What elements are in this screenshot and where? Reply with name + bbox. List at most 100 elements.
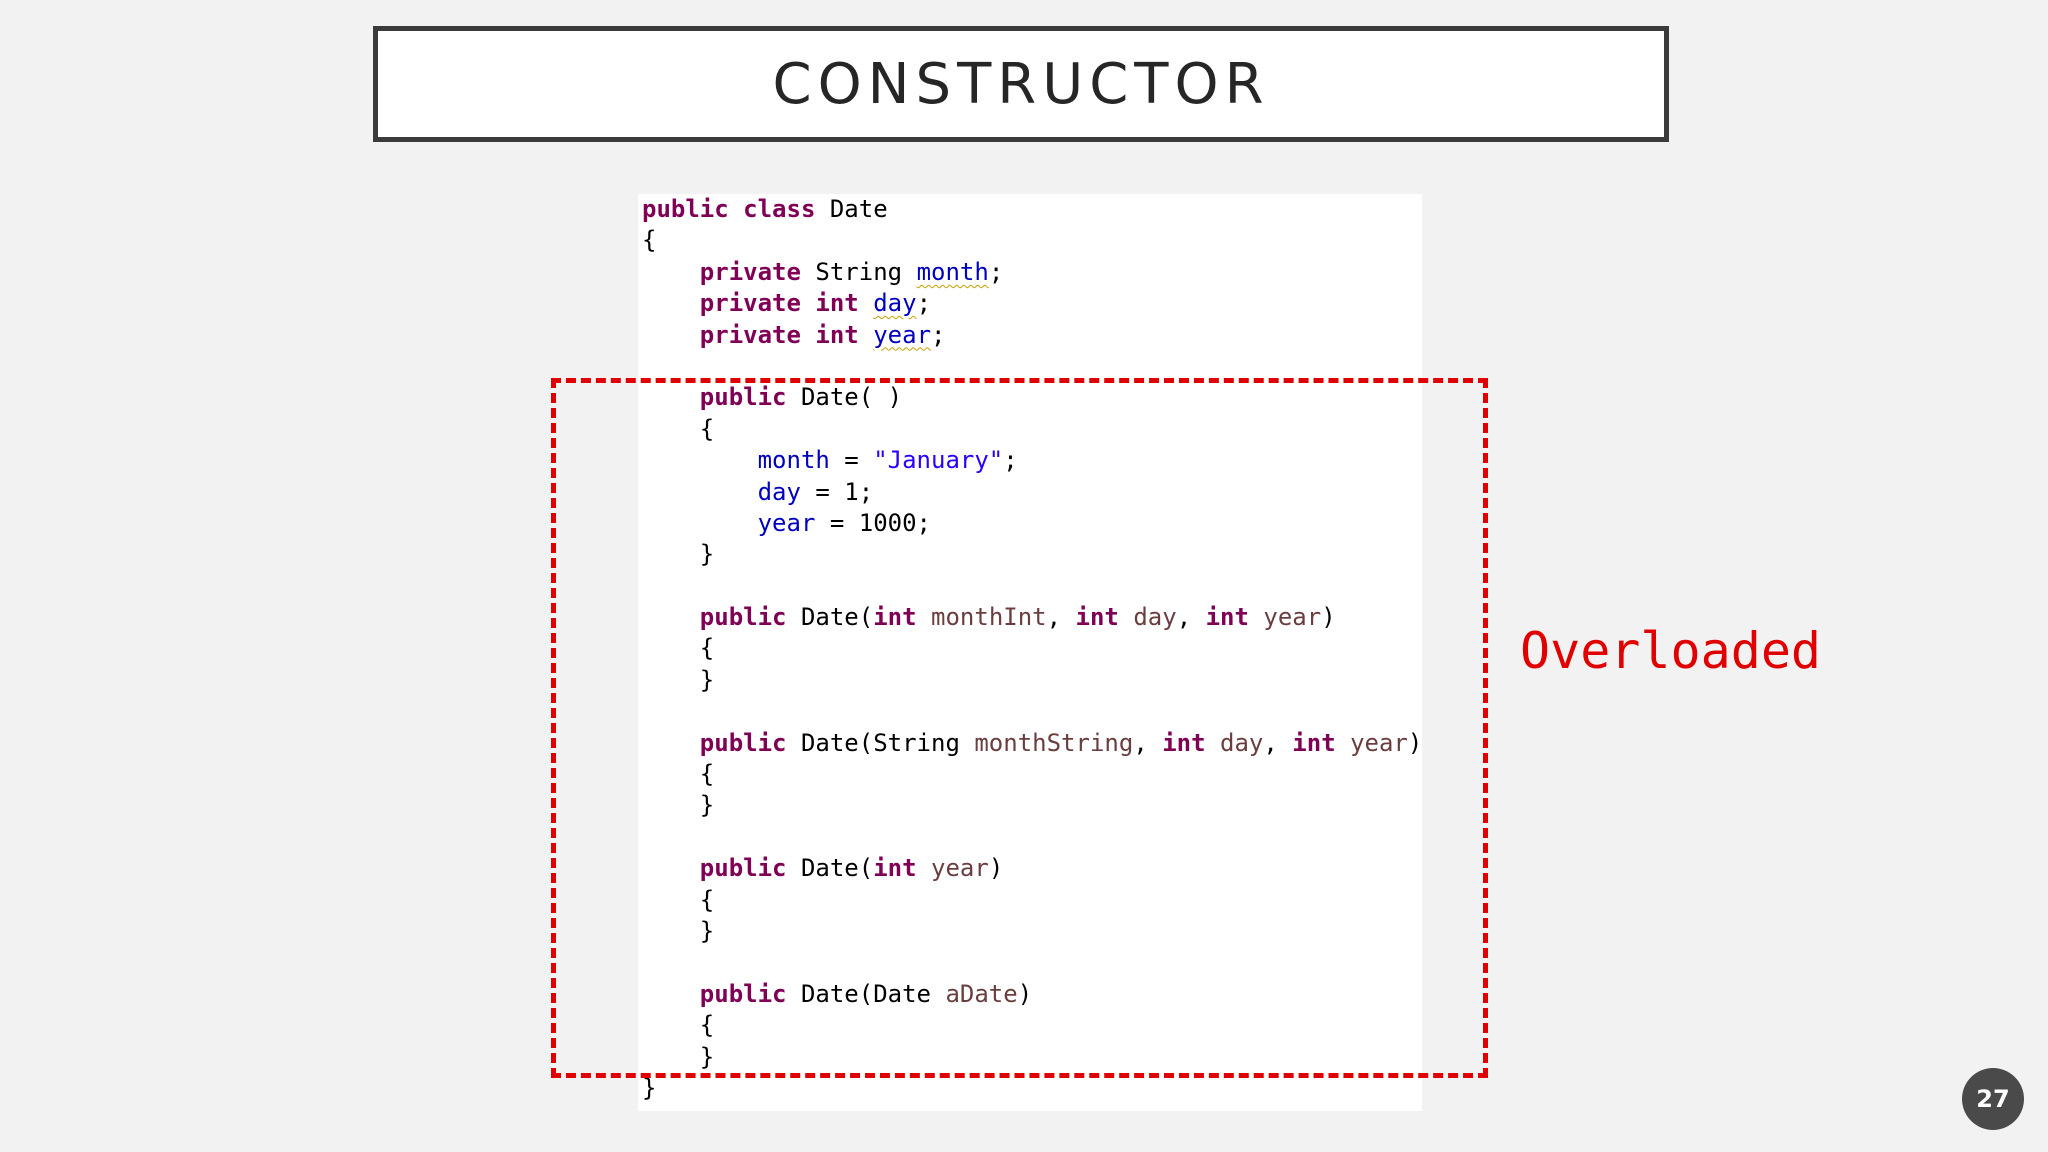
string-literal: "January" (873, 446, 1004, 475)
keyword: int (873, 603, 917, 632)
param-name: year (931, 854, 989, 883)
code-line-open-brace: { (642, 885, 1422, 916)
semicolon: ; (988, 257, 1004, 286)
slide-title-box: CONSTRUCTOR (373, 26, 1669, 142)
paren: ) (988, 854, 1004, 883)
keyword: public (699, 383, 787, 412)
assign-op: = (829, 446, 874, 475)
brace: } (699, 1042, 715, 1071)
code-line-close-brace: } (642, 539, 1422, 570)
brace: } (699, 665, 715, 694)
comma: , (1263, 728, 1293, 757)
keyword: int (1292, 728, 1336, 757)
code-line-ctor1-sig: public Date( ) (642, 382, 1422, 413)
brace: { (699, 885, 715, 914)
keyword: public (699, 979, 787, 1008)
code-line-open-brace: { (642, 225, 1422, 256)
keyword: private (699, 320, 801, 349)
semicolon: ; (931, 320, 946, 349)
keyword: class (743, 195, 816, 223)
comma: , (1133, 728, 1163, 757)
comma: , (1176, 603, 1206, 632)
field-name: day (873, 289, 917, 318)
paren: ( (858, 854, 874, 883)
ctor-name: Date (800, 854, 859, 883)
param-name: day (1133, 603, 1177, 632)
ctor-name: Date (800, 728, 859, 757)
overloaded-label: Overloaded (1520, 622, 1822, 680)
ctor-params: ( ) (858, 383, 903, 412)
brace: } (699, 791, 715, 820)
brace: { (699, 760, 715, 789)
code-line-ctor2-sig: public Date(int monthInt, int day, int y… (642, 602, 1422, 633)
code-line-open-brace: { (642, 1010, 1422, 1041)
assign-rest: = 1000; (815, 508, 931, 537)
type-name: Date (873, 979, 931, 1008)
slide-title: CONSTRUCTOR (772, 51, 1270, 117)
comma: , (1046, 603, 1076, 632)
paren: ) (1321, 603, 1336, 632)
code-listing: public class Date{ private String month;… (642, 194, 1422, 1104)
param-name: year (1263, 603, 1322, 632)
brace: { (642, 226, 657, 255)
code-line-ctor3-sig: public Date(String monthString, int day,… (642, 728, 1423, 759)
keyword: int (1162, 728, 1206, 757)
code-panel (638, 194, 1422, 1111)
paren: ) (1407, 728, 1423, 757)
param-name: aDate (945, 979, 1018, 1008)
ctor-name: Date (800, 603, 859, 632)
code-line-field-day: private int day; (642, 288, 1422, 319)
code-line-ctor5-sig: public Date(Date aDate) (642, 979, 1422, 1010)
type-name: String (873, 728, 960, 757)
param-name: day (1220, 728, 1264, 757)
ctor-name: Date (800, 383, 859, 412)
keyword: public (699, 603, 787, 632)
keyword: int (815, 320, 859, 349)
page-number-badge: 27 (1962, 1068, 2024, 1130)
param-name: monthString (974, 728, 1134, 757)
brace: { (699, 414, 715, 443)
field-name: year (873, 320, 932, 349)
assign-rest: = 1; (800, 477, 874, 506)
field-name: month (757, 446, 830, 475)
keyword: public (699, 854, 787, 883)
param-name: year (1350, 728, 1408, 757)
keyword: private (699, 289, 801, 318)
paren: ( (858, 979, 874, 1008)
keyword: public (699, 728, 787, 757)
semicolon: ; (1003, 446, 1018, 475)
field-name: year (757, 508, 816, 537)
code-line-open-brace: { (642, 414, 1422, 445)
paren: ( (858, 728, 874, 757)
code-line-class-decl: public class Date (642, 194, 1422, 225)
keyword: int (1205, 603, 1249, 632)
ctor-name: Date (800, 979, 859, 1008)
type-name: String (815, 257, 903, 286)
code-line-open-brace: { (642, 759, 1422, 790)
semicolon: ; (916, 289, 932, 318)
page-number: 27 (1976, 1085, 2010, 1113)
code-line-close-brace: } (642, 916, 1422, 947)
code-line-assign-month: month = "January"; (642, 445, 1422, 476)
field-name: day (757, 477, 801, 506)
brace: } (642, 1073, 657, 1102)
code-line-close-brace: } (642, 665, 1422, 696)
code-line-class-close-brace: } (642, 1073, 1422, 1104)
field-name: month (916, 257, 989, 286)
code-line-ctor4-sig: public Date(int year) (642, 853, 1422, 884)
brace: { (699, 634, 715, 663)
code-line-open-brace: { (642, 633, 1422, 664)
class-name: Date (829, 195, 888, 223)
keyword: int (815, 289, 859, 318)
keyword: int (1075, 603, 1119, 632)
param-name: monthInt (931, 603, 1047, 632)
code-line-field-month: private String month; (642, 257, 1422, 288)
overloaded-highlight-box (551, 378, 1488, 1078)
paren: ) (1017, 979, 1033, 1008)
keyword: int (873, 854, 917, 883)
code-line-close-brace: } (642, 1042, 1422, 1073)
brace: } (699, 916, 715, 945)
code-line-assign-year: year = 1000; (642, 508, 1422, 539)
code-line-field-year: private int year; (642, 320, 1422, 351)
code-line-assign-day: day = 1; (642, 477, 1422, 508)
